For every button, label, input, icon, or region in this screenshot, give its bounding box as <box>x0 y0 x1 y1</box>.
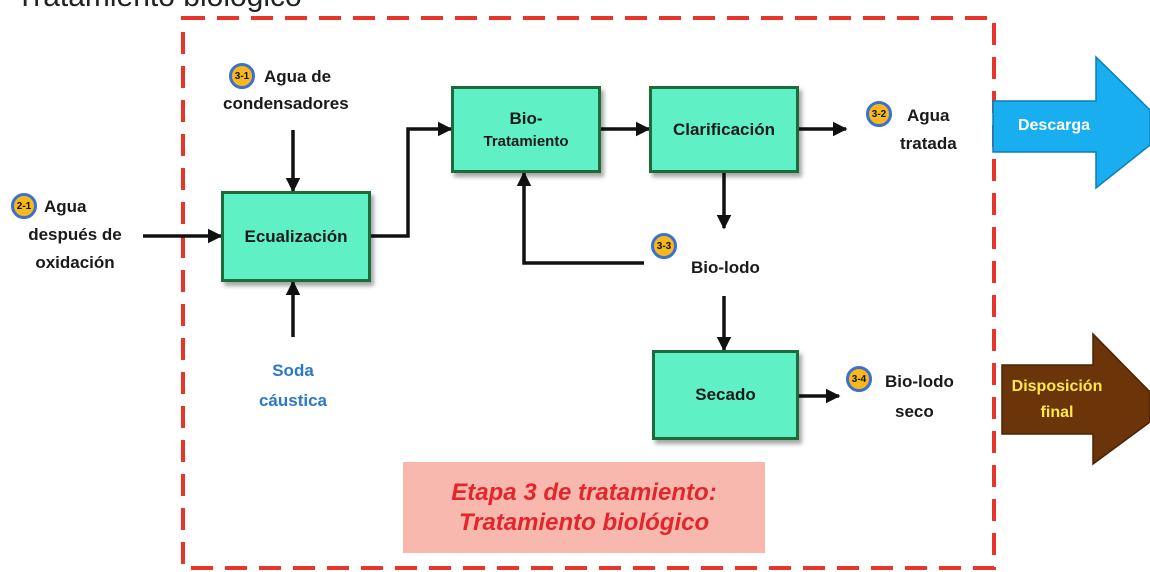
treated-water-line1: Agua <box>907 106 950 125</box>
stream-badge-3-3: 3-3 <box>651 233 677 259</box>
soda-label-line2: cáustica <box>258 391 328 410</box>
soda-label-line1: Soda <box>272 361 314 380</box>
stream-badge-3-4: 3-4 <box>846 366 872 392</box>
equalization-label: Ecualización <box>244 226 348 246</box>
dry-sludge-line2: seco <box>895 402 934 421</box>
stream-badge-3-1: 3-1 <box>229 63 255 89</box>
equalization-box: Ecualización <box>221 191 371 282</box>
final-disposal-line2: final <box>1040 404 1074 421</box>
bio-treatment-label-line2: Tratamiento <box>483 133 569 150</box>
discharge-label: Descarga <box>1017 117 1091 134</box>
condenser-label-line2: condensadores <box>223 94 349 113</box>
dry-sludge-line1: Bio-lodo <box>885 372 954 391</box>
arrow-equalization-to-bio <box>371 121 453 238</box>
stream-badge-2-1: 2-1 <box>11 193 37 219</box>
stream-badge-3-2: 3-2 <box>866 101 892 127</box>
stage-banner: Etapa 3 de tratamiento: Tratamiento biol… <box>403 462 765 553</box>
inlet-label-line3: oxidación <box>35 253 115 272</box>
arrow-sludge-recycle-to-bio <box>516 171 644 265</box>
page-title-cropped: Tratamiento biológico <box>16 0 302 14</box>
drying-label: Secado <box>695 385 756 405</box>
condenser-label-line1: Agua de <box>264 67 332 86</box>
drying-box: Secado <box>652 350 799 440</box>
clarification-box: Clarificación <box>649 86 799 173</box>
inlet-label-line2: después de <box>28 225 122 244</box>
stage-banner-line2: Tratamiento biológico <box>458 508 710 536</box>
treated-water-line2: tratada <box>900 134 957 153</box>
stage-banner-line1: Etapa 3 de tratamiento: <box>451 478 717 506</box>
final-disposal-line1: Disposición <box>1011 378 1103 395</box>
bio-treatment-label-line1: Bio- <box>509 108 543 128</box>
final-disposal-arrow <box>1001 332 1150 466</box>
discharge-arrow <box>992 55 1150 190</box>
bio-treatment-box: Bio- Tratamiento <box>451 86 601 173</box>
bio-sludge-label: Bio-lodo <box>691 258 760 277</box>
inlet-label-line1: Agua <box>44 197 87 216</box>
clarification-label: Clarificación <box>672 119 776 139</box>
